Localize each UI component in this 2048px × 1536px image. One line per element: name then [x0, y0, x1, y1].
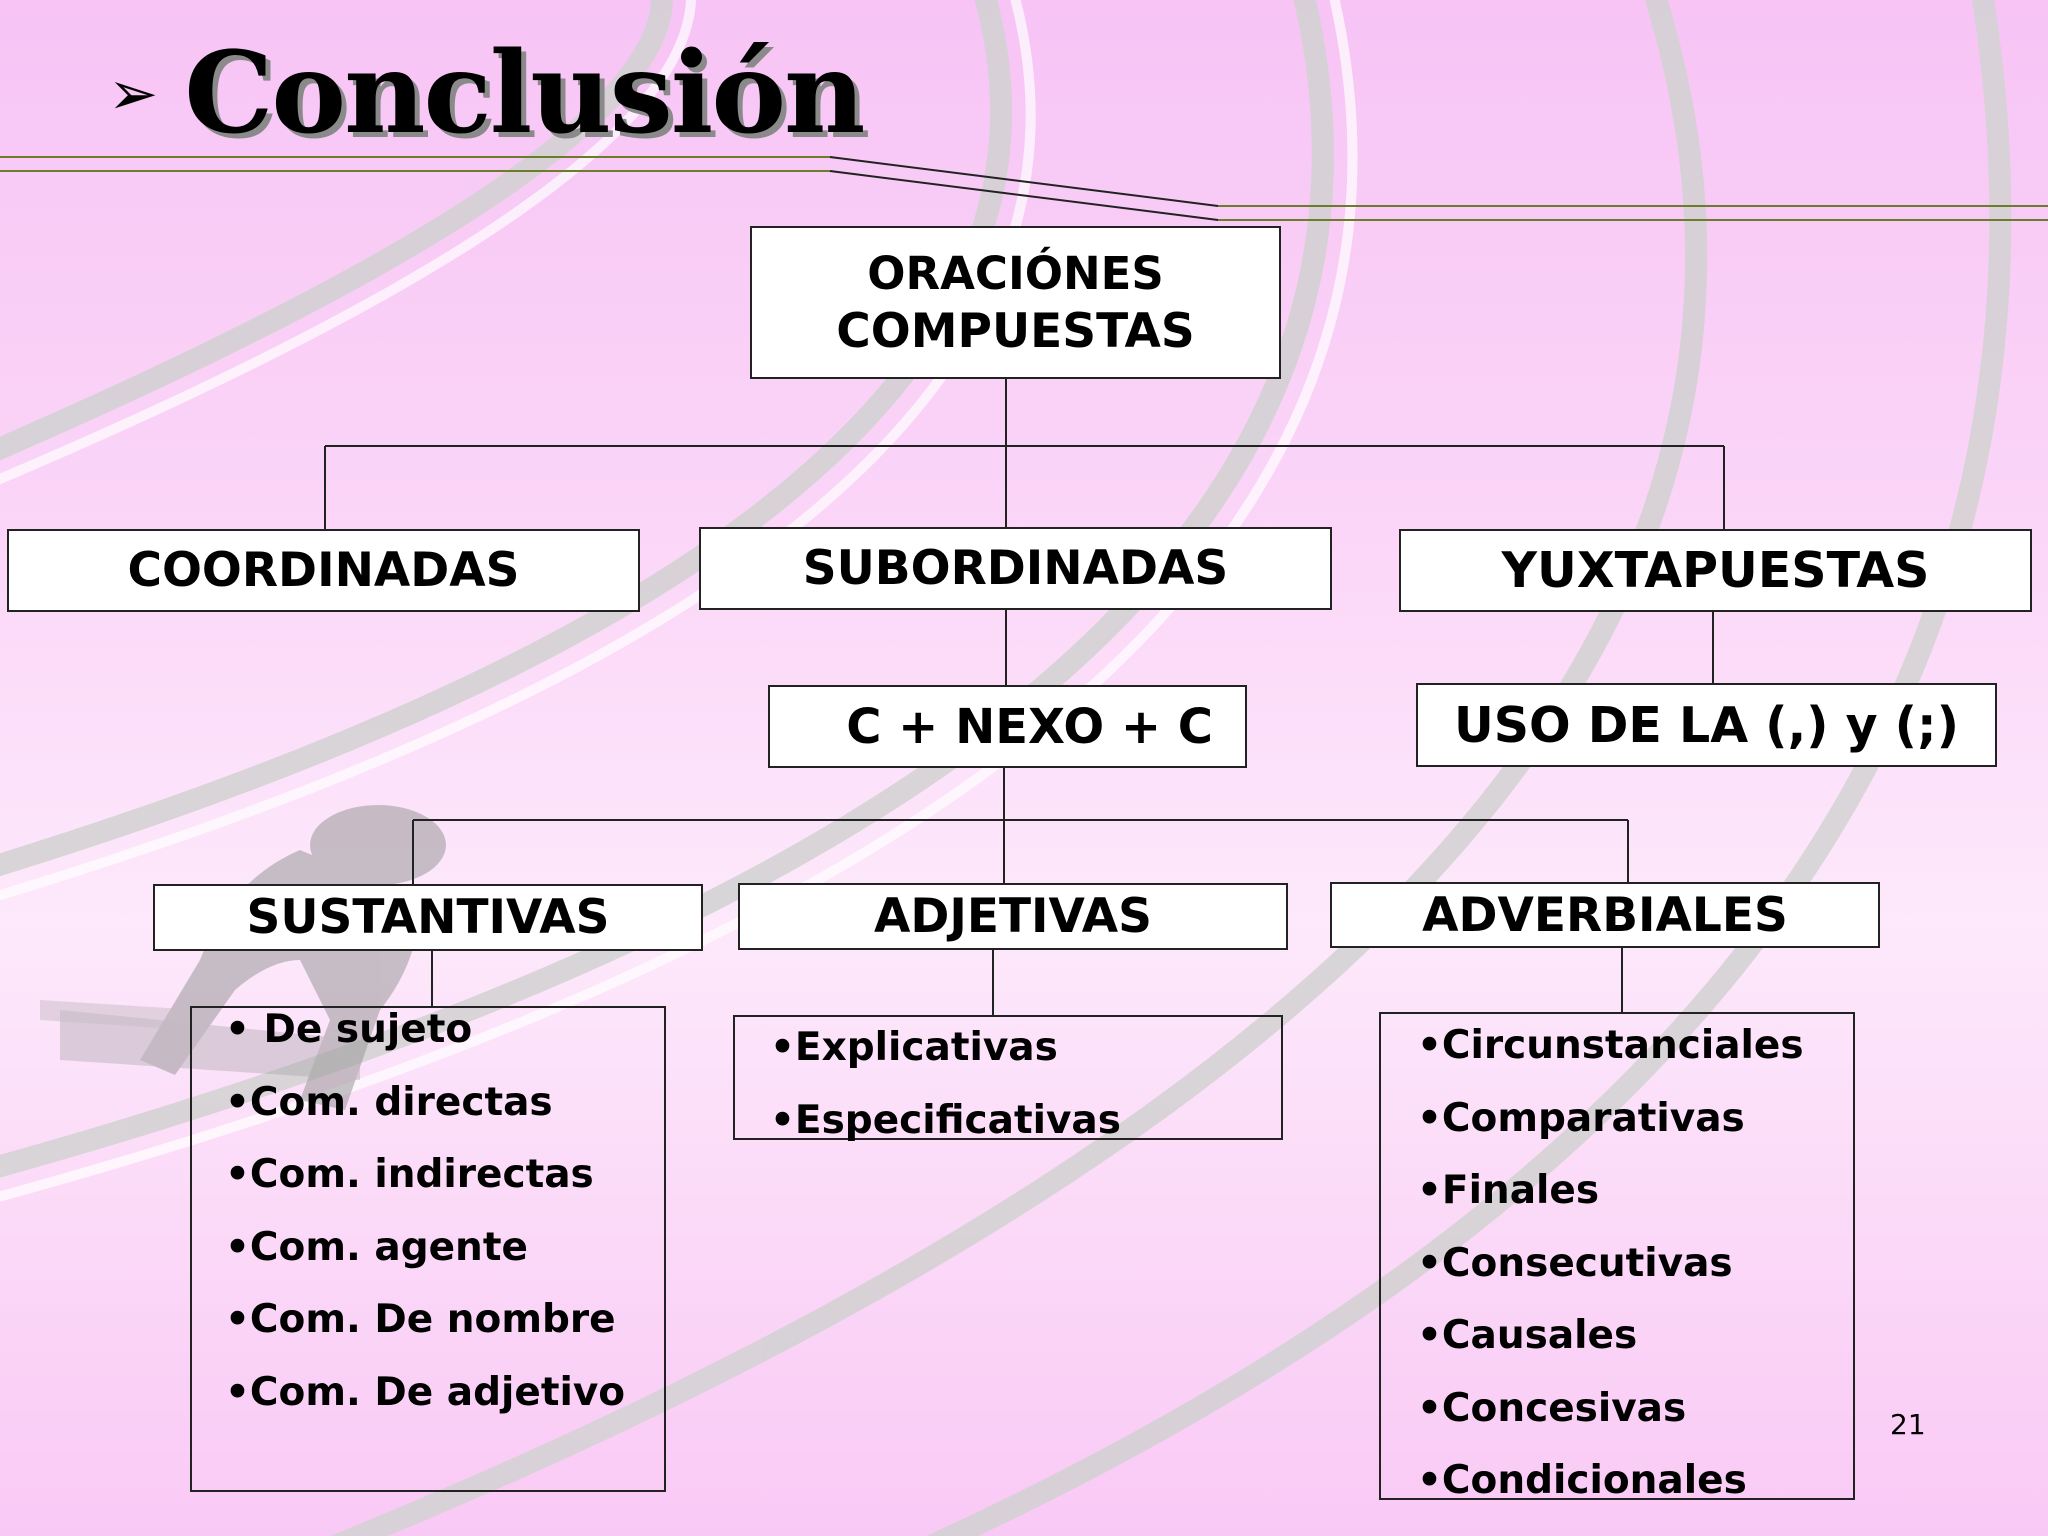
list-item: •Com. indirectas: [225, 1152, 594, 1197]
node-adverbiales: ADVERBIALES: [1330, 882, 1880, 948]
track-lane-4: [329, 0, 1708, 1536]
list-item: •Finales: [1417, 1168, 1600, 1213]
list-item: •Especificativas: [770, 1097, 1121, 1143]
page-title: Conclusión: [184, 28, 865, 159]
node-adjetivas-label: ADJETIVAS: [874, 889, 1152, 944]
list-item: •Com. directas: [225, 1079, 553, 1125]
node-yuxtapuestas: YUXTAPUESTAS: [1399, 529, 2032, 612]
list-item: • De sujeto: [225, 1007, 473, 1052]
node-subordinadas-label: SUBORDINADAS: [802, 541, 1229, 596]
node-sustantivas: SUSTANTIVAS: [153, 884, 703, 951]
arrow-bullet-icon: ➢: [108, 59, 159, 129]
track-lane-3: [0, 0, 1334, 1178]
root-line-2: COMPUESTAS: [836, 303, 1195, 359]
node-nexo-label: C + NEXO + C: [846, 698, 1213, 755]
sustantivas-list: • De sujeto •Com. directas •Com. indirec…: [225, 1010, 625, 1445]
list-item: •Explicativas: [770, 1025, 1058, 1070]
list-item: •Com. agente: [225, 1224, 528, 1270]
list-item: •Com. De adjetivo: [225, 1369, 626, 1415]
adjetivas-list-box: [733, 1015, 1283, 1140]
adjetivas-list: •Explicativas •Especificativas: [770, 1028, 1121, 1173]
list-item: •Condicionales: [1417, 1458, 1747, 1503]
list-item: •Comparativas: [1417, 1095, 1745, 1141]
track-lane-2: [0, 0, 1013, 877]
list-item: •Circunstanciales: [1417, 1023, 1804, 1068]
list-item: •Causales: [1417, 1313, 1638, 1358]
node-uso-label: USO DE LA (,) y (;): [1453, 696, 1960, 754]
node-sustantivas-label: SUSTANTIVAS: [246, 890, 610, 945]
node-uso-puntuacion: USO DE LA (,) y (;): [1416, 683, 1997, 767]
node-nexo: C + NEXO + C: [768, 685, 1247, 768]
node-adjetivas: ADJETIVAS: [738, 883, 1288, 950]
node-coordinadas-label: COORDINADAS: [127, 543, 520, 598]
node-adverbiales-label: ADVERBIALES: [1422, 887, 1788, 943]
list-item: •Consecutivas: [1417, 1240, 1733, 1286]
root-node: ORACIÓNES COMPUESTAS: [750, 226, 1281, 379]
track-lane-1: [0, 0, 673, 461]
node-subordinadas: SUBORDINADAS: [699, 527, 1332, 610]
list-item: •Com. De nombre: [225, 1297, 616, 1342]
node-yuxtapuestas-label: YUXTAPUESTAS: [1501, 542, 1930, 599]
adverbiales-list-box: [1379, 1012, 1855, 1500]
list-item: •Concesivas: [1417, 1385, 1687, 1431]
sustantivas-list-box: [190, 1006, 666, 1492]
node-coordinadas: COORDINADAS: [7, 529, 640, 612]
adverbiales-list: •Circunstanciales •Comparativas •Finales…: [1417, 1026, 1804, 1534]
slide-title: ➢ Conclusión: [108, 28, 865, 159]
root-line-1: ORACIÓNES: [867, 246, 1164, 300]
page-number: 21: [1890, 1408, 1926, 1441]
